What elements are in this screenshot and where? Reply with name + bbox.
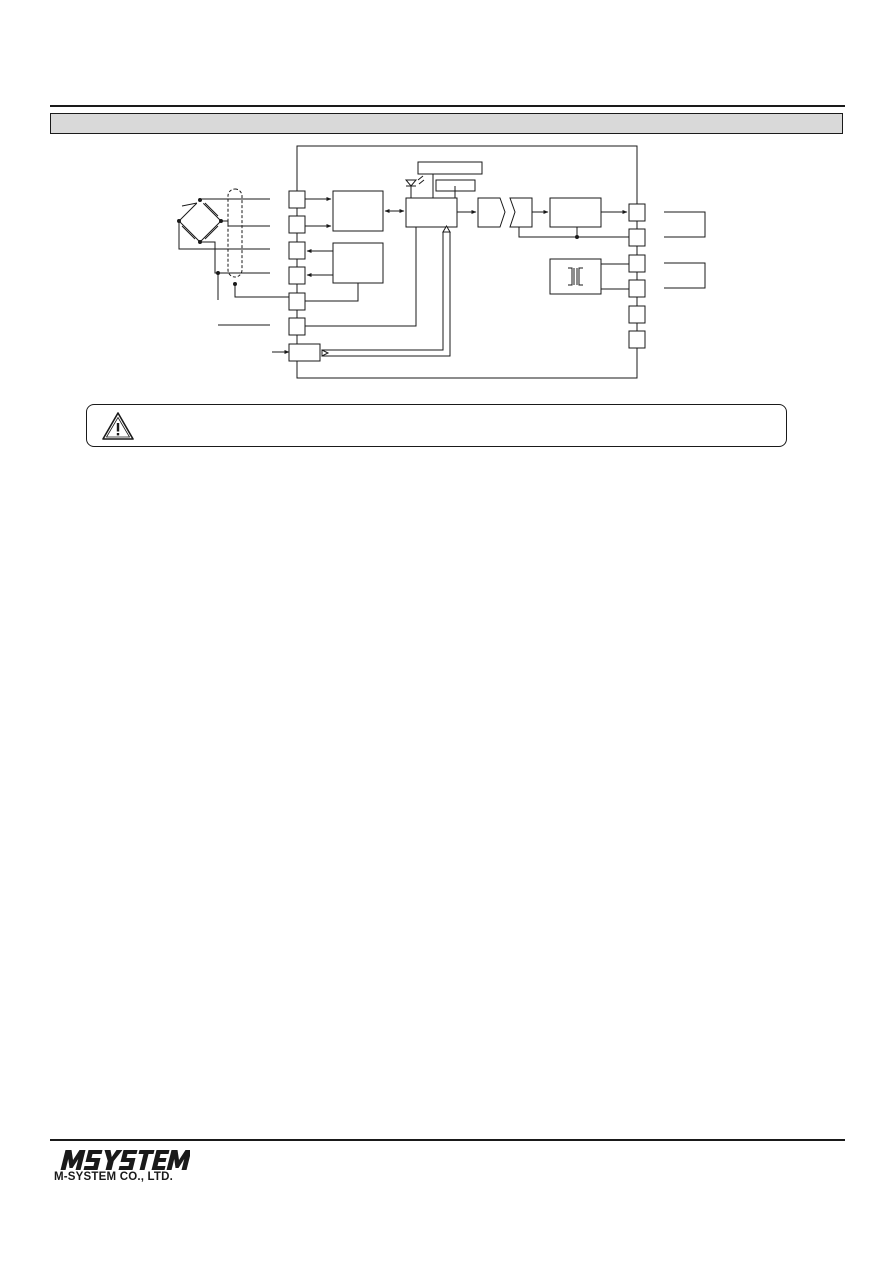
led-indicator-icon — [404, 175, 425, 198]
bridge-sensor — [177, 195, 223, 244]
power-block — [549, 258, 602, 295]
company-name: M-SYSTEM CO., LTD. — [54, 1171, 174, 1183]
terminal — [628, 279, 646, 298]
terminal — [288, 241, 306, 260]
terminal — [628, 305, 646, 324]
block-diagram — [177, 145, 706, 379]
excitation-block — [332, 242, 384, 284]
input-block — [332, 190, 384, 232]
m-system-logo-mark — [60, 1150, 190, 1170]
connector — [288, 343, 321, 362]
cable-shield — [227, 188, 243, 278]
terminal — [288, 317, 306, 336]
terminal — [288, 215, 306, 234]
bottom-rule — [50, 1139, 845, 1141]
warning-triangle-icon — [102, 412, 134, 440]
terminal — [628, 330, 646, 349]
terminal — [628, 254, 646, 273]
terminal — [628, 203, 646, 222]
company-logo: M-SYSTEM CO., LTD. — [52, 1148, 192, 1188]
terminal — [628, 228, 646, 247]
isolator-block — [477, 197, 506, 228]
transformer-icon — [568, 267, 583, 286]
terminal — [288, 190, 306, 209]
display-block — [417, 161, 483, 175]
top-rule — [50, 105, 845, 107]
output-block — [549, 197, 602, 228]
section-header-bar — [50, 113, 843, 134]
warning-box — [86, 404, 787, 447]
cpu-block — [405, 197, 458, 228]
terminal — [288, 292, 306, 311]
terminal — [288, 266, 306, 285]
